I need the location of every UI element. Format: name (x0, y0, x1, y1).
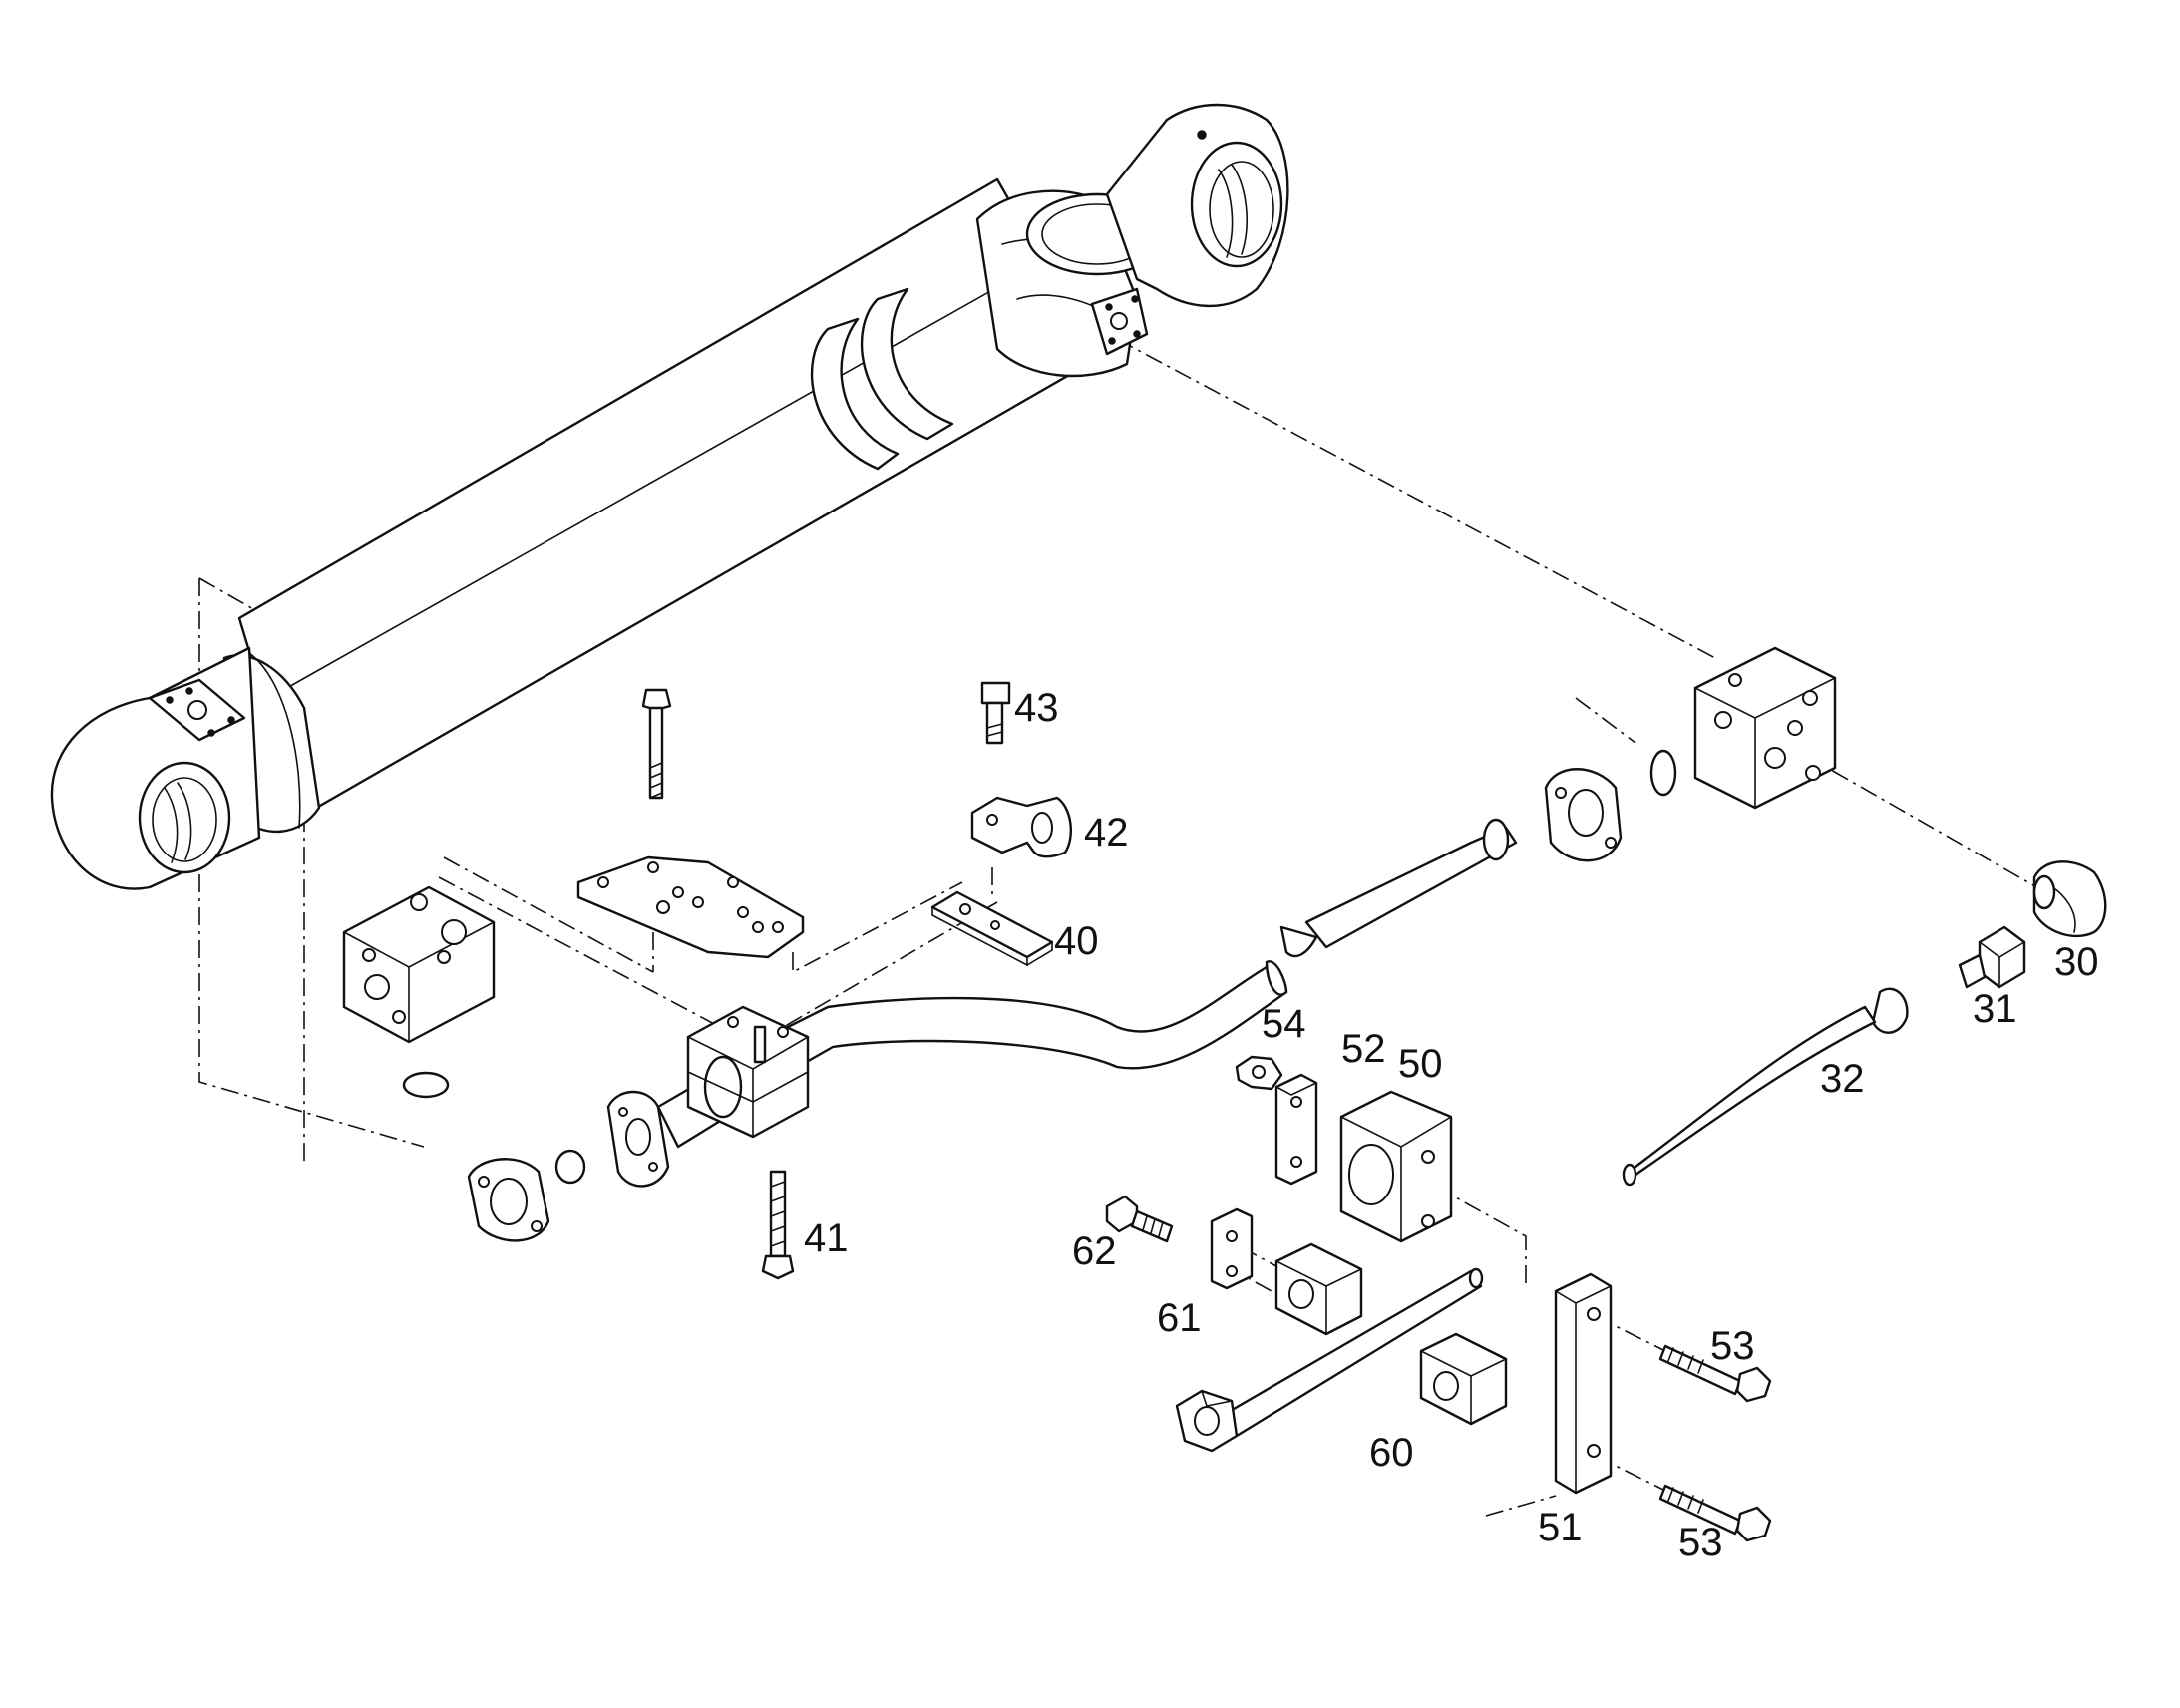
clamp-block-50 (1339, 1090, 1453, 1243)
callout-53-upper: 53 (1710, 1324, 1755, 1368)
callout-61: 61 (1157, 1296, 1202, 1340)
callout-31: 31 (1973, 987, 2017, 1031)
callout-42: 42 (1084, 811, 1129, 854)
flange-left (467, 1158, 550, 1242)
callout-labels: 30 31 32 40 41 42 43 50 51 52 53 53 54 6… (804, 686, 2099, 1564)
clamp-half-60 (1419, 1332, 1508, 1426)
strap-40 (930, 890, 1054, 967)
nut-54 (1235, 1055, 1283, 1091)
callout-54: 54 (1262, 1002, 1306, 1046)
flange-right (1544, 768, 1623, 862)
tube-clamp (686, 1005, 810, 1139)
plate-51 (1554, 1272, 1613, 1495)
o-ring-left (554, 1149, 586, 1185)
callout-32: 32 (1820, 1057, 1865, 1101)
bolt-53-upper (1658, 1344, 1772, 1403)
steel-line (786, 960, 1288, 1070)
callout-51: 51 (1538, 1506, 1583, 1549)
clamp-half-upper (1274, 1242, 1363, 1336)
mounting-plate (576, 855, 805, 959)
adapter-fitting (1958, 925, 2026, 989)
plate-52 (1274, 1073, 1318, 1186)
bolt-41 (761, 1170, 795, 1280)
callout-50: 50 (1398, 1042, 1443, 1086)
callout-41: 41 (804, 1216, 849, 1260)
callout-62: 62 (1072, 1229, 1117, 1273)
valve-block-left (342, 885, 496, 1044)
screw-43 (980, 681, 1011, 745)
o-ring-left-block (402, 1071, 450, 1099)
callout-30: 30 (2054, 940, 2099, 984)
line-with-nut (1175, 1267, 1484, 1453)
bolt-plate (641, 688, 672, 800)
clamp-42 (970, 796, 1072, 858)
callout-53-lower: 53 (1678, 1521, 1723, 1564)
callout-43: 43 (1014, 686, 1059, 730)
callout-60: 60 (1369, 1431, 1414, 1475)
plate-61 (1210, 1207, 1254, 1290)
elbow-fitting (2032, 860, 2107, 938)
hose (1622, 987, 1909, 1187)
o-ring-right (1649, 749, 1677, 797)
bolt-53-lower (1658, 1484, 1772, 1542)
callout-52: 52 (1341, 1027, 1386, 1071)
valve-block-right (1693, 646, 1837, 810)
hydraulic-cylinder (50, 103, 1289, 890)
callout-40: 40 (1054, 919, 1099, 963)
tube-upper-right (1279, 818, 1518, 958)
bolt-62 (1105, 1195, 1174, 1243)
